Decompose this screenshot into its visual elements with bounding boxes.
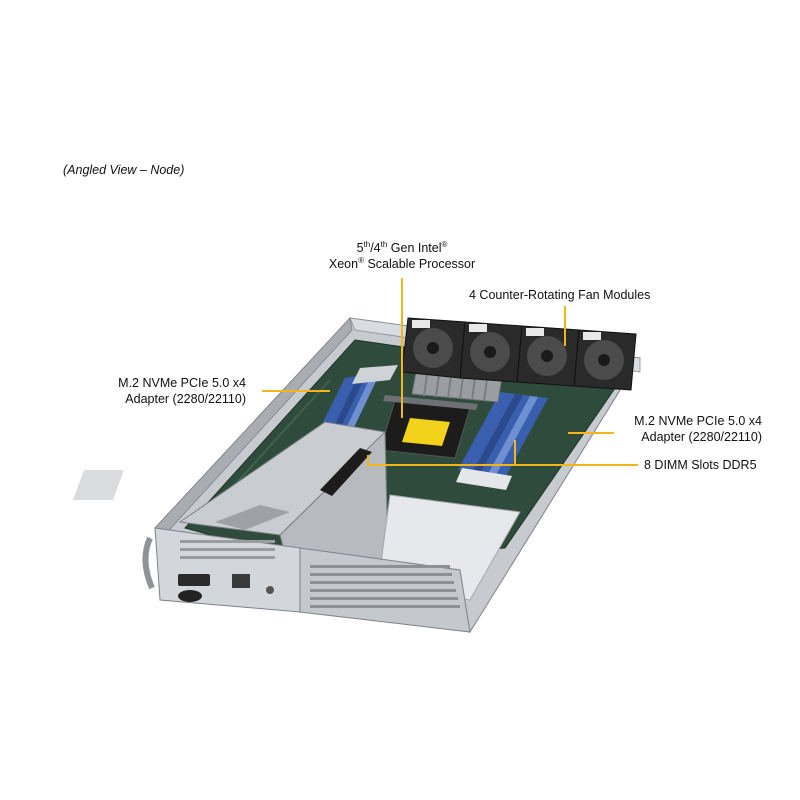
label-fan-modules: 4 Counter-Rotating Fan Modules: [469, 288, 651, 302]
dimm-slots-right: [456, 392, 548, 490]
label-m2-left: M.2 NVMe PCIe 5.0 x4 Adapter (2280/22110…: [118, 376, 246, 406]
screw: [266, 586, 274, 594]
leader-line-dimm: [367, 455, 638, 466]
pull-tab: [178, 590, 202, 602]
handle: [142, 536, 155, 590]
fan-module: [401, 317, 466, 379]
fan-module: [573, 329, 637, 391]
network-port: [232, 574, 250, 588]
serial-port: [178, 574, 210, 586]
fan-modules: [401, 317, 637, 391]
label-dimm-slots: 8 DIMM Slots DDR5: [644, 458, 757, 472]
figure-caption: (Angled View – Node): [63, 163, 185, 177]
rear-io-panel: [142, 527, 471, 633]
fan-module: [516, 325, 580, 387]
fan-module: [459, 321, 523, 383]
label-processor: 5th/4th Gen Intel® Xeon® Scalable Proces…: [328, 239, 476, 271]
label-m2-right: M.2 NVMe PCIe 5.0 x4 Adapter (2280/22110…: [634, 414, 762, 444]
leader-lines: [262, 278, 638, 466]
